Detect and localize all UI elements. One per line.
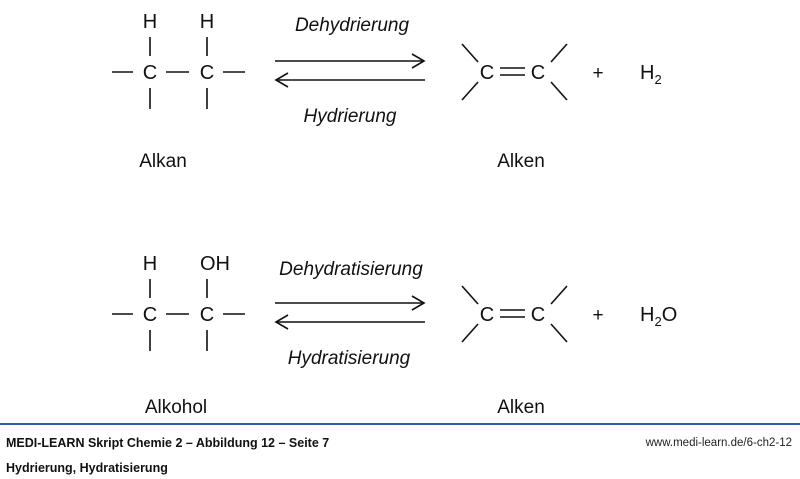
reaction-hydrierung: H H C C Dehydrierung Hydrierung C C + H2…: [112, 11, 662, 172]
atom-c2: C: [531, 304, 545, 326]
equilibrium-arrow-icon: [274, 295, 426, 330]
forward-label: Dehydrierung: [295, 15, 409, 36]
byproduct-h2o: H2O: [640, 304, 677, 329]
atom-c1: C: [480, 304, 494, 326]
reaction-hydratisierung: H OH C C Dehydratisierung Hydratisierung…: [112, 253, 677, 418]
reverse-label: Hydrierung: [304, 106, 397, 127]
left-name: Alkan: [139, 151, 187, 172]
atom-c1: C: [480, 62, 494, 84]
equilibrium-arrow-icon: [274, 53, 426, 88]
atom-c2: C: [200, 62, 214, 84]
atom-c2: C: [531, 62, 545, 84]
plus-sign: +: [592, 305, 603, 326]
right-name: Alken: [497, 151, 545, 172]
atom-h: H: [143, 253, 157, 275]
atom-c2: C: [200, 304, 214, 326]
footer-divider: [0, 423, 800, 425]
atom-h1: H: [143, 11, 157, 33]
atom-c1: C: [143, 304, 157, 326]
footer-url: www.medi-learn.de/6-ch2-12: [645, 437, 792, 449]
byproduct-h2: H2: [640, 62, 662, 87]
forward-label: Dehydratisierung: [279, 259, 423, 280]
left-name: Alkohol: [145, 397, 207, 418]
atom-h2: H: [200, 11, 214, 33]
atom-c1: C: [143, 62, 157, 84]
footer-title: MEDI-LEARN Skript Chemie 2 – Abbildung 1…: [6, 436, 330, 450]
plus-sign: +: [592, 63, 603, 84]
reaction-diagram: H H C C Dehydrierung Hydrierung C C + H2…: [112, 11, 677, 418]
group-oh: OH: [200, 253, 230, 275]
right-name: Alken: [497, 397, 545, 418]
reverse-label: Hydratisierung: [288, 348, 411, 369]
footer-subtitle: Hydrierung, Hydratisierung: [6, 461, 168, 475]
